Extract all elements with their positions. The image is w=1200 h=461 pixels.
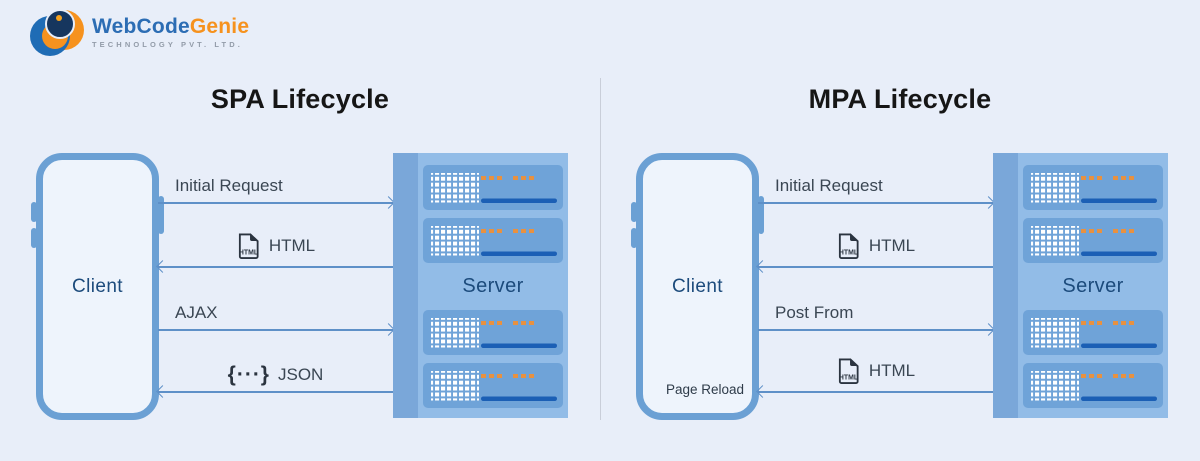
server-label: Server: [1062, 275, 1124, 297]
phone-side-button: [631, 202, 637, 222]
flow-label: AJAX: [175, 303, 218, 322]
arrow-head-icon: [156, 260, 169, 273]
json-braces-icon: {···}: [227, 363, 270, 386]
flow-label: Initial Request: [175, 176, 283, 195]
phone-side-button: [31, 228, 37, 248]
arrow-line: [158, 329, 393, 331]
arrow-line: [758, 202, 993, 204]
brand-name-primary: WebCode: [92, 14, 190, 38]
phone-side-button: [158, 196, 164, 234]
server-rack: Server: [993, 153, 1168, 418]
arrow-line: [758, 266, 993, 268]
flow-arrows: Initial Request HTML HTML Post From: [756, 153, 995, 420]
phone-side-button: [31, 202, 37, 222]
server-spine: [993, 153, 1018, 418]
client-label: Client: [72, 275, 123, 297]
server-rack: Server: [393, 153, 568, 418]
page-reload-note: Page Reload: [665, 382, 744, 397]
arrow-line: [758, 391, 993, 393]
flow-label: HTML: [268, 235, 316, 255]
panel-divider: [600, 78, 601, 420]
server-unit: [1023, 165, 1163, 210]
html-file-icon: HTML: [839, 233, 859, 260]
flow-label: Initial Request: [775, 176, 883, 195]
server-unit: [1023, 363, 1163, 408]
html-icon-text: HTML: [239, 250, 258, 257]
brand-text: WebCodeGenie TECHNOLOGY PVT. LTD.: [92, 14, 250, 49]
server-body: Server: [1018, 153, 1168, 418]
client-device: Client Page Reload: [631, 153, 764, 420]
html-file-icon: HTML: [239, 233, 259, 260]
arrow-line: [758, 329, 993, 331]
server-unit: [423, 310, 563, 355]
flow-arrows: Initial Request HTML HTML AJAX: [156, 153, 395, 420]
flow-label: HTML: [868, 235, 916, 255]
arrow-line: [158, 391, 393, 393]
client-device: Client: [31, 153, 164, 420]
server-unit: [423, 363, 563, 408]
arrow-line: [158, 266, 393, 268]
server-unit: [423, 165, 563, 210]
flow-label: HTML: [868, 360, 916, 380]
arrow-head-icon: [756, 385, 769, 398]
server-unit: [1023, 310, 1163, 355]
html-file-icon: HTML: [839, 358, 859, 385]
panel-mpa: MPA Lifecycle Client Page Reload Initial…: [600, 0, 1200, 461]
company-logo: WebCodeGenie TECHNOLOGY PVT. LTD.: [30, 7, 249, 57]
brand-name-secondary: Genie: [189, 14, 250, 38]
webcodegenie-logo-icon: [30, 7, 84, 57]
server-spine: [393, 153, 418, 418]
client-label: Client: [672, 275, 723, 297]
flow-label: JSON: [277, 365, 324, 384]
html-icon-text: HTML: [839, 250, 858, 257]
server-label: Server: [462, 275, 524, 297]
server-unit: [1023, 218, 1163, 263]
phone-side-button: [631, 228, 637, 248]
arrow-line: [158, 202, 393, 204]
brand-tagline: TECHNOLOGY PVT. LTD.: [92, 39, 243, 49]
flow-label: Post From: [775, 303, 854, 322]
panel-title-spa: SPA Lifecycle: [210, 84, 390, 114]
server-body: Server: [418, 153, 568, 418]
server-unit: [423, 218, 563, 263]
panel-spa: SPA Lifecycle Client Initial Request HTM…: [31, 84, 568, 420]
html-icon-text: HTML: [839, 375, 858, 382]
arrow-head-icon: [756, 260, 769, 273]
arrow-head-icon: [156, 385, 169, 398]
panel-title-mpa: MPA Lifecycle: [808, 84, 992, 114]
phone-side-button: [758, 196, 764, 234]
